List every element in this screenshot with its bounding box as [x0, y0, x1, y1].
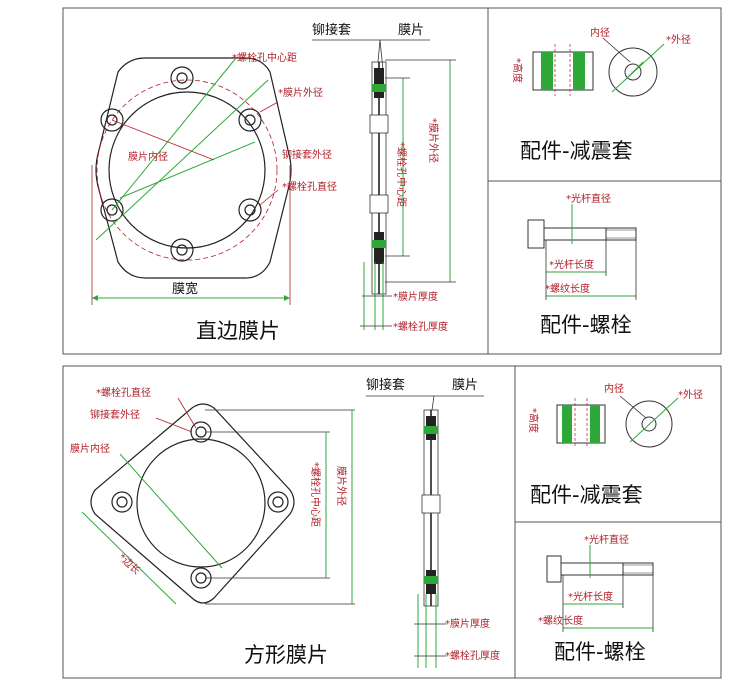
- acc-damper-top: [532, 37, 665, 97]
- acc1-title: 配件-减震套: [520, 139, 633, 163]
- label-width: 膜宽: [172, 281, 198, 297]
- acc4-rod: *光杆直径: [584, 533, 629, 546]
- label-diaphragm: 膜片: [398, 23, 424, 38]
- acc-bolt-bottom: [546, 545, 654, 632]
- acc1-inner: 内径: [590, 26, 610, 39]
- sq-label-diaphragm-top: 膜片: [452, 378, 478, 393]
- sq-label-bolt-thickness: *螺栓孔厚度: [445, 649, 500, 662]
- label-bushing: 铆接套: [312, 22, 351, 38]
- acc3-outer: *外径: [678, 388, 703, 401]
- acc-bolt-top: [527, 204, 637, 300]
- sq-label-bushing-top: 铆接套: [366, 377, 405, 393]
- acc3-inner: 内径: [604, 382, 624, 395]
- hexagon-diaphragm: [91, 57, 292, 305]
- acc2-rod-len: *光杆长度: [549, 258, 594, 271]
- sq-label-pcd-v: *螺栓孔中心距: [309, 462, 322, 527]
- panel2-title: 方形膜片: [244, 643, 328, 667]
- label-bushing-od: 铆接套外径: [282, 148, 332, 161]
- bottom-panel: *螺栓孔直径 铆接套外径 膜片内径 *边长 *螺栓孔中心距 膜片外径 方形膜片 …: [62, 365, 722, 679]
- acc2-title: 配件-螺栓: [540, 313, 632, 337]
- acc1-outer: *外径: [666, 33, 691, 46]
- side-view: 铆接套 膜片: [312, 22, 456, 330]
- sq-label-thickness: *膜片厚度: [445, 617, 490, 630]
- label-bolt-hole-dia: *螺栓孔直径: [282, 180, 337, 193]
- label-bolt-pcd: *螺栓孔中心距: [232, 51, 297, 64]
- panel1-title: 直边膜片: [196, 319, 280, 343]
- label-outer-dia-v: *膜片外径: [427, 118, 440, 163]
- acc3-height: *高度: [527, 408, 540, 433]
- top-panel: *螺栓孔中心距 *膜片外径 膜片内径 铆接套外径 *螺栓孔直径 膜宽 直边膜片 …: [62, 7, 722, 355]
- acc-damper-bottom: [556, 395, 679, 448]
- side-view-bottom: 铆接套 膜片: [366, 377, 484, 668]
- dim-bolt-pcd: [111, 57, 237, 211]
- square-diaphragm: [81, 397, 355, 605]
- acc1-height: *高度: [511, 58, 524, 83]
- dim-bushing-leader: [259, 101, 279, 113]
- dim-bolthole-leader: [259, 189, 279, 206]
- acc3-title: 配件-减震套: [530, 483, 643, 507]
- acc2-thread-len: *螺纹长度: [545, 282, 590, 295]
- dim-inner-leader: [111, 119, 215, 161]
- acc2-rod: *光杆直径: [566, 192, 611, 205]
- sq-label-inner: 膜片内径: [70, 442, 110, 455]
- dim-inner-dia: [119, 141, 256, 199]
- bolt-pcd-circle: [96, 79, 278, 261]
- dim-outer-dia: [95, 79, 269, 241]
- label-bolt-pcd-v: *螺栓孔中心距: [395, 142, 408, 207]
- sq-label-bushing: 铆接套外径: [90, 408, 140, 421]
- sq-label-bolt-hole: *螺栓孔直径: [96, 386, 151, 399]
- acc4-thread-len: *螺纹长度: [538, 614, 583, 627]
- sq-label-outer-v: 膜片外径: [335, 466, 348, 506]
- sq-label-side: *边长: [116, 551, 143, 577]
- label-outer-dia: *膜片外径: [278, 86, 323, 99]
- acc4-rod-len: *光杆长度: [568, 590, 613, 603]
- label-inner-dia: 膜片内径: [128, 150, 168, 163]
- label-bolt-thickness: *螺栓孔厚度: [393, 320, 448, 333]
- label-thickness: *膜片厚度: [393, 290, 438, 303]
- acc4-title: 配件-螺栓: [554, 640, 646, 664]
- bolt-holes: [100, 66, 262, 262]
- square-inner-hole: [136, 438, 266, 568]
